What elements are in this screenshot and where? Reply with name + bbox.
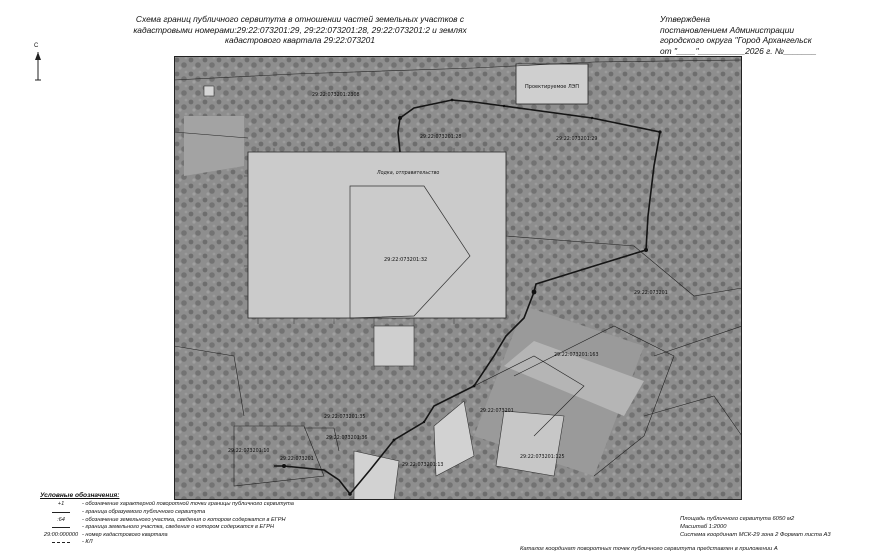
map-border — [174, 56, 742, 500]
legend-symbol-parcel: :64 — [57, 516, 65, 523]
parcel-label-right-top: 29:22:073201:29 — [556, 136, 597, 142]
info-system: Система координат МСК-29 зона 2 Формат л… — [680, 532, 831, 538]
parcel-label-quarter: 29:22:073201 — [480, 408, 514, 414]
legend-row-parcel-border: - граница земельного участка, сведения о… — [40, 524, 400, 532]
legend-text-parcel-label: - обозначение земельного участка, сведен… — [82, 516, 286, 523]
parcel-label-top-left: 29:22:073201:2308 — [312, 92, 360, 98]
legend-text-quarter: - номер кадастрового квартала — [82, 531, 168, 538]
legend-text-kl: - КЛ — [82, 539, 93, 546]
building-edge-marks — [244, 148, 485, 324]
small-building-2 — [203, 85, 215, 97]
parcel-label-b2: 29:22:073201:36 — [326, 435, 367, 441]
light-area — [184, 116, 244, 176]
parcel-label-b5: 29:22:073201:125 — [520, 454, 565, 460]
industrial-area-2 — [504, 341, 644, 416]
approval-stamp: Утверждена постановлением Администрации … — [660, 14, 860, 56]
title-line-3: кадастрового квартала 29:22:073201 — [225, 35, 375, 45]
main-building — [247, 151, 507, 319]
parcel-label-b1: 29:22:073201:35 — [324, 414, 365, 420]
parcel-label-b4: 29:22:073201:13 — [402, 462, 443, 468]
approval-line-3: городского округа "Город Архангельск — [660, 35, 812, 45]
legend: Условные обозначения: +1 - обозначение х… — [40, 492, 400, 547]
north-label: С — [34, 43, 39, 49]
parcel-label-right-mid: 29:22:073201 — [634, 290, 668, 296]
north-arrow-icon — [35, 52, 41, 81]
legend-row-kl: - КЛ — [40, 539, 400, 547]
approval-line-4: от "____"__________2026 г. №_______ — [660, 45, 817, 56]
parcel-label-b3: 29:22:073201 — [280, 456, 314, 462]
legend-line-icon — [52, 512, 70, 514]
legend-symbol-point: +1 — [57, 501, 65, 508]
info-scale: Масштаб 1:2000 — [680, 524, 727, 530]
parcel-label-top-mid: 29:22:073201:28 — [420, 134, 461, 140]
legend-text-servitude-border: - граница образуемого публичного сервиту… — [82, 508, 206, 515]
info-area: Площадь публичного сервитута 6050 м2 — [680, 516, 795, 522]
small-building-5 — [495, 410, 565, 477]
road-label: Лодка, отправительство — [376, 170, 439, 176]
center-parcel-label: 29:22:073201:32 — [384, 257, 427, 263]
title-line-2: кадастровыми номерами:29:22:073201:29, 2… — [133, 24, 467, 35]
inner-parcel — [349, 185, 471, 319]
legend-row-quarter: 29:00:000000 - номер кадастрового кварта… — [40, 532, 400, 540]
legend-text-point: - обозначение характерной поворотной точ… — [82, 501, 294, 508]
route-markers — [282, 98, 662, 496]
approval-line-1: Утверждена — [660, 14, 711, 24]
small-building-1 — [373, 325, 415, 367]
aerial-map: Проектируемое ЛЭП Лодка, отправительство… — [173, 56, 743, 501]
projected-label: Проектируемое ЛЭП — [525, 84, 579, 90]
legend-dashed-line-icon — [52, 542, 70, 544]
legend-title: Условные обозначения: — [40, 492, 120, 499]
legend-row-parcel-label: :64 - обозначение земельного участка, св… — [40, 516, 400, 524]
title-line-1: Схема границ публичного сервитута в отно… — [135, 14, 465, 24]
servitude-route — [274, 99, 661, 496]
approval-line-2: постановлением Администрации — [660, 24, 795, 35]
small-building-3 — [433, 400, 475, 477]
map-title: Схема границ публичного сервитута в отно… — [100, 14, 500, 46]
legend-row-servitude-border: - граница образуемого публичного сервиту… — [40, 509, 400, 517]
footnote: Каталог координат поворотных точек публи… — [520, 546, 778, 552]
projected-parcel — [515, 63, 589, 105]
legend-symbol-quarter: 29:00:000000 — [43, 531, 79, 538]
parcel-boundaries — [173, 59, 743, 487]
map-frame[interactable]: Проектируемое ЛЭП Лодка, отправительство… — [173, 56, 743, 501]
parcel-label-mid-right: 29:22:073201:163 — [554, 352, 599, 358]
map-info: Площадь публичного сервитута 6050 м2 Мас… — [680, 515, 870, 539]
parcel-label-bl: 29:22:073201:10 — [228, 448, 269, 454]
legend-text-parcel-border: - граница земельного участка, сведения о… — [82, 524, 275, 531]
legend-line-icon — [52, 527, 70, 529]
legend-row-point: +1 - обозначение характерной поворотной … — [40, 501, 400, 509]
